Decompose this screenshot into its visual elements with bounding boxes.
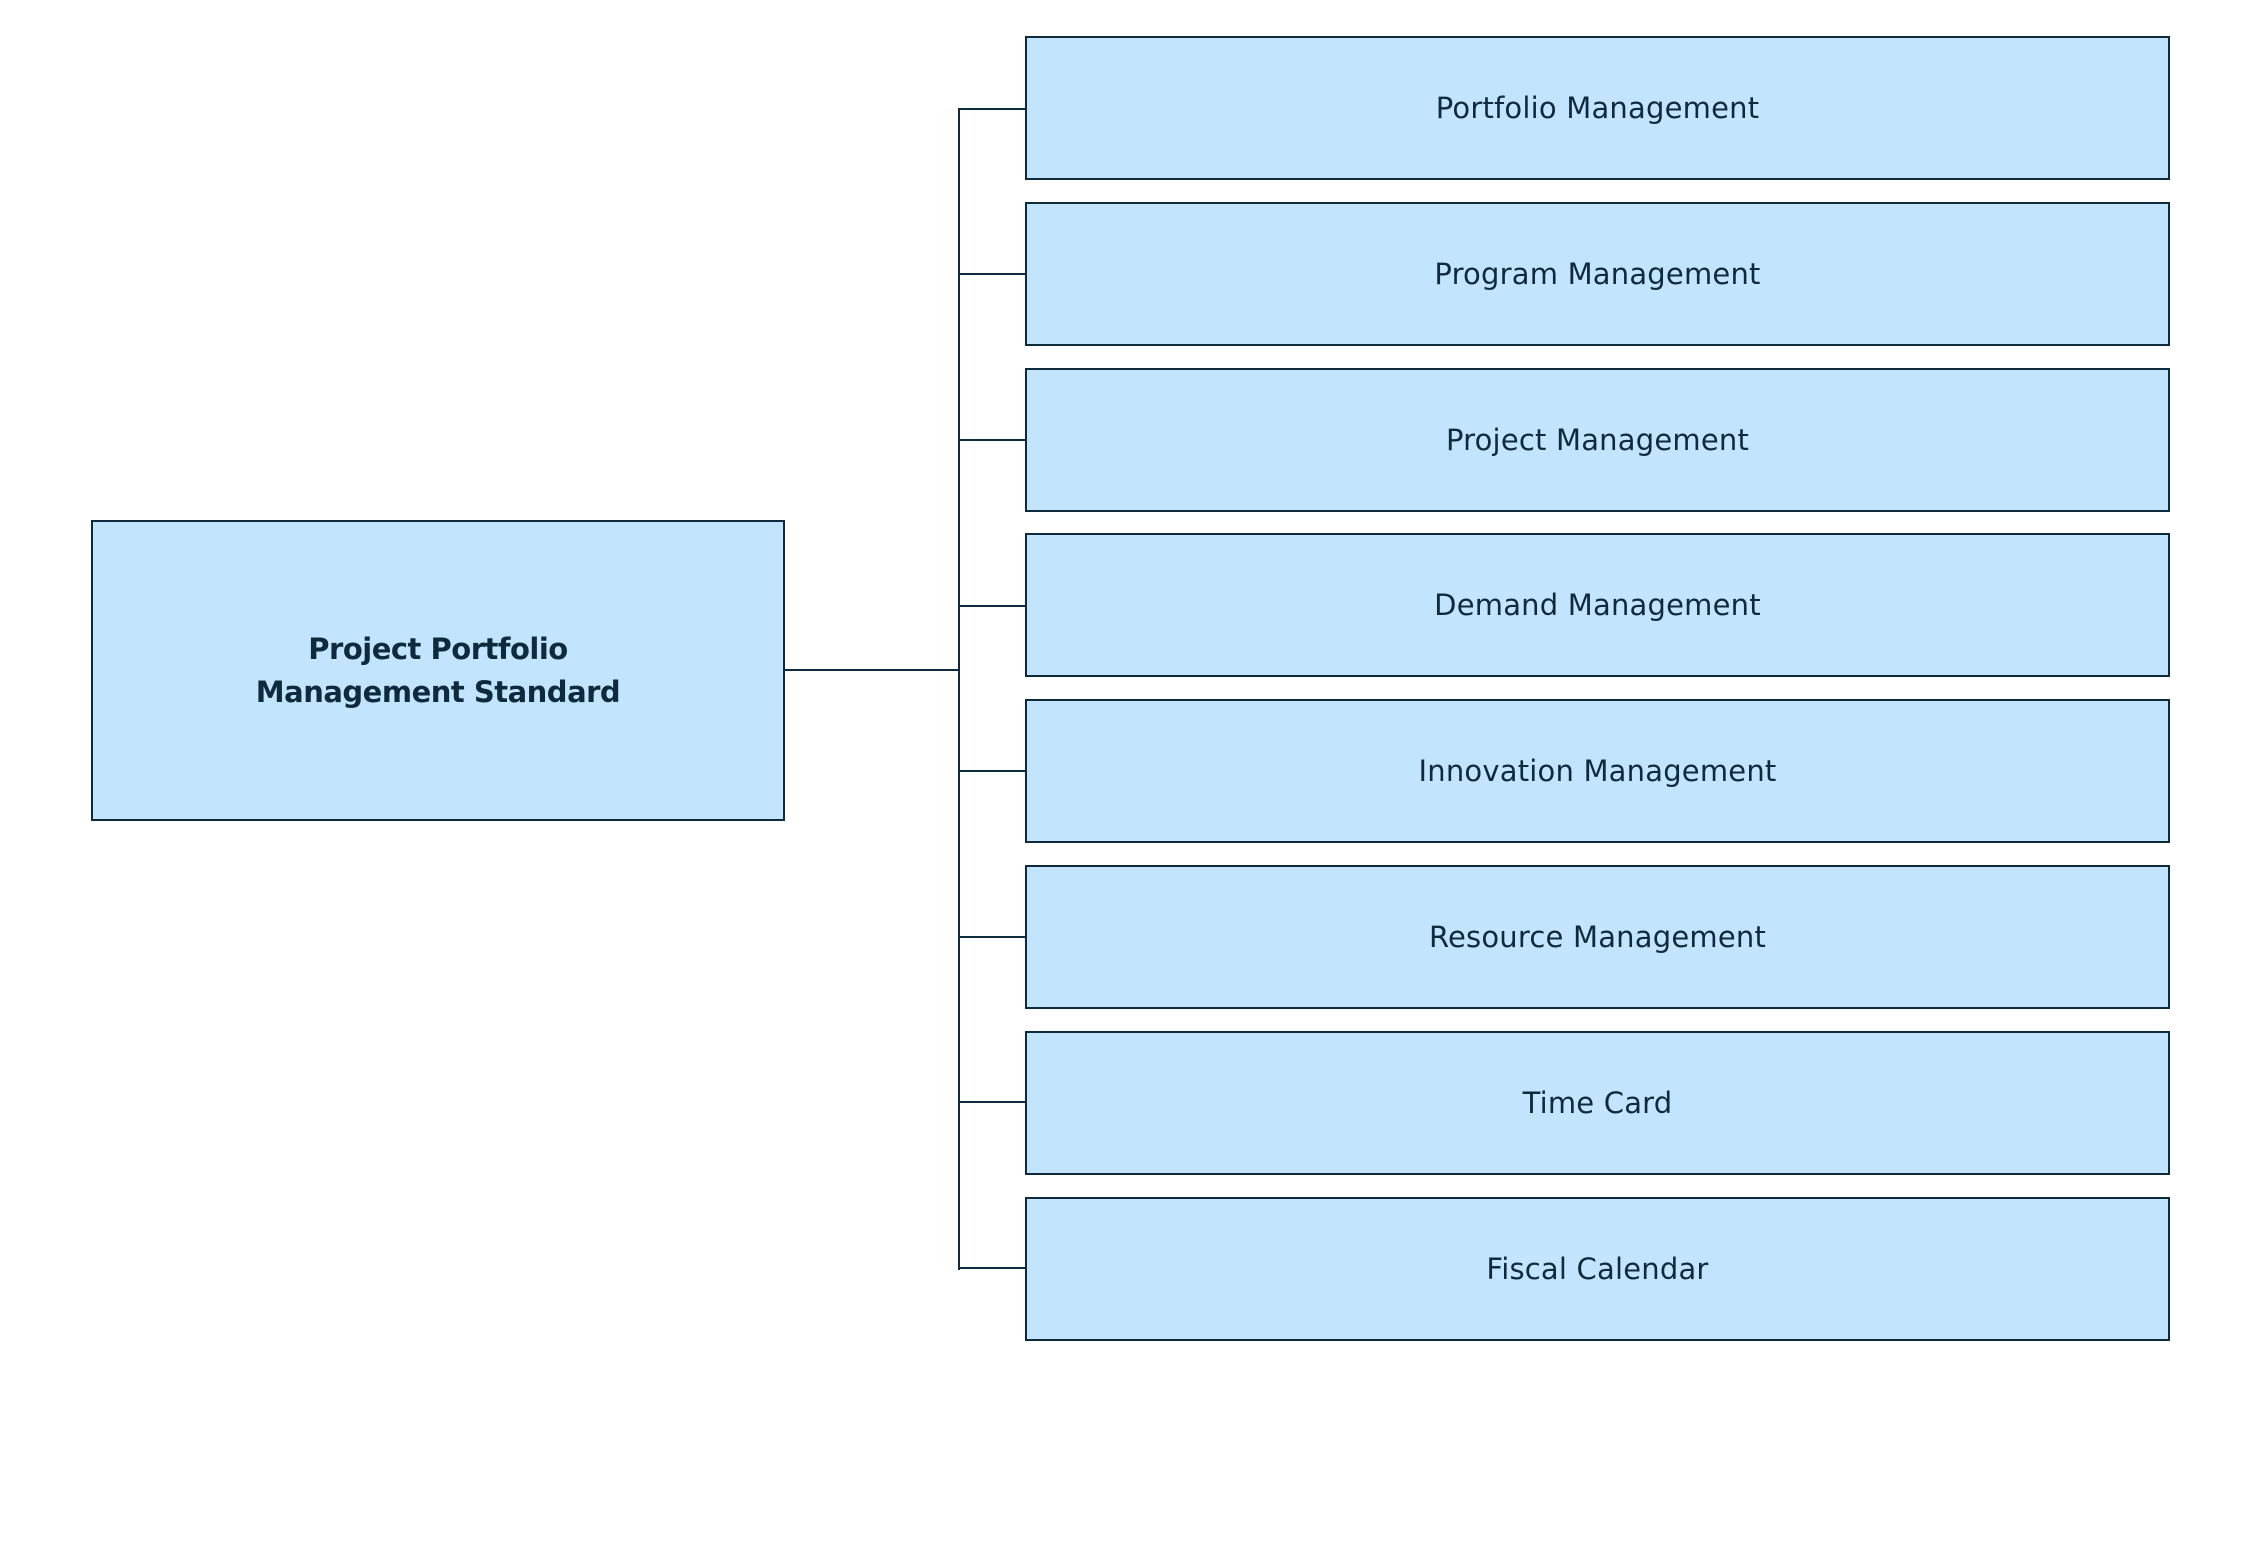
child-node-program-management: Program Management bbox=[1025, 202, 2170, 346]
branch-connector bbox=[958, 770, 1025, 772]
child-node-label: Program Management bbox=[1434, 257, 1761, 291]
root-connector bbox=[785, 669, 960, 671]
child-node-innovation-management: Innovation Management bbox=[1025, 699, 2170, 843]
child-node-resource-management: Resource Management bbox=[1025, 865, 2170, 1009]
branch-connector bbox=[958, 1101, 1025, 1103]
child-node-label: Project Management bbox=[1445, 423, 1750, 457]
branch-connector bbox=[958, 108, 1025, 110]
branch-connector bbox=[958, 273, 1025, 275]
child-node-fiscal-calendar: Fiscal Calendar bbox=[1025, 1197, 2170, 1341]
child-node-demand-management: Demand Management bbox=[1025, 533, 2170, 677]
child-node-portfolio-management: Portfolio Management bbox=[1025, 36, 2170, 180]
branch-connector bbox=[958, 605, 1025, 607]
trunk-connector bbox=[958, 108, 960, 1270]
child-node-label: Resource Management bbox=[1428, 920, 1767, 954]
child-node-label: Portfolio Management bbox=[1435, 91, 1760, 125]
child-node-label: Time Card bbox=[1522, 1086, 1673, 1120]
branch-connector bbox=[958, 1267, 1025, 1269]
root-node: Project Portfolio Management Standard bbox=[91, 520, 785, 821]
branch-connector bbox=[958, 439, 1025, 441]
branch-connector bbox=[958, 936, 1025, 938]
child-node-label: Fiscal Calendar bbox=[1486, 1252, 1709, 1286]
child-node-project-management: Project Management bbox=[1025, 368, 2170, 512]
child-node-label: Demand Management bbox=[1434, 588, 1761, 622]
child-node-label: Innovation Management bbox=[1418, 754, 1777, 788]
root-node-label: Project Portfolio Management Standard bbox=[255, 631, 621, 709]
child-node-time-card: Time Card bbox=[1025, 1031, 2170, 1175]
